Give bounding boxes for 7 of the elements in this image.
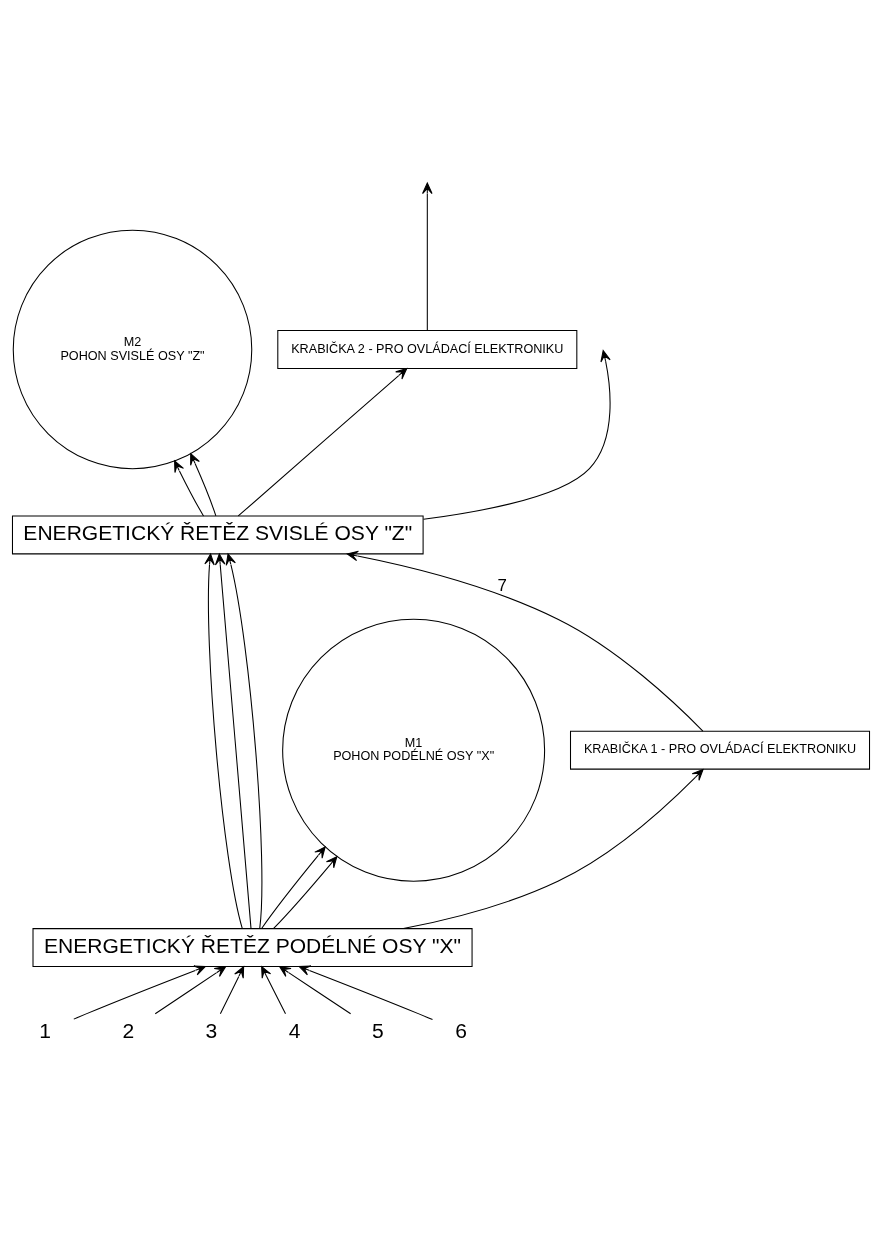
node-text: 4 bbox=[288, 1018, 301, 1042]
node-text: 3 bbox=[205, 1018, 218, 1042]
node-text: 5 bbox=[371, 1018, 384, 1042]
node-text: 6 bbox=[455, 1018, 467, 1042]
node-text: 2 bbox=[122, 1018, 135, 1042]
edge-label: 7 bbox=[497, 575, 507, 595]
node-text: 1 bbox=[39, 1018, 51, 1042]
